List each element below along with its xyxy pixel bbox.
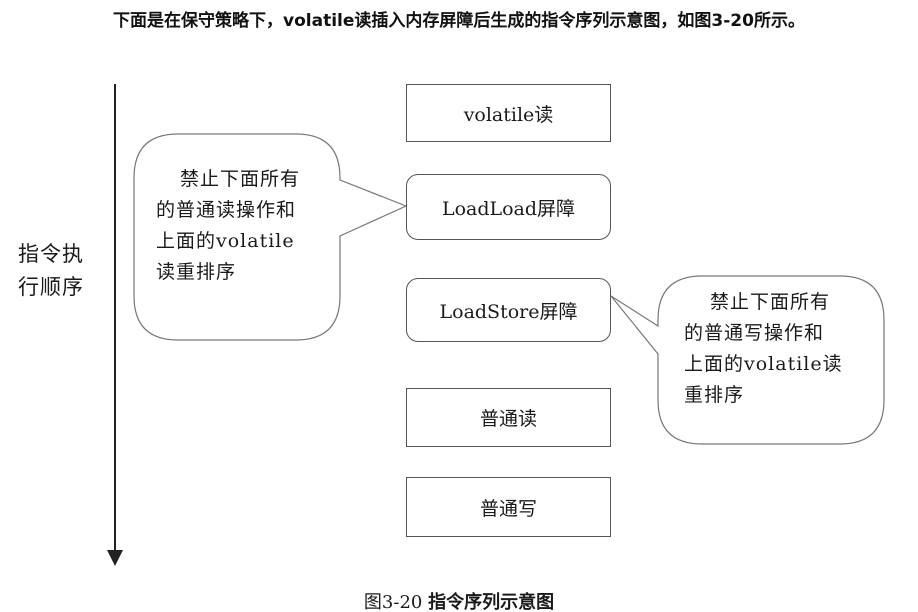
step-volatile-read: volatile读 [406, 84, 611, 142]
step-label: 普通读 [479, 408, 537, 430]
axis-label: 指令执 行顺序 [18, 238, 98, 304]
axis-label-line: 行顺序 [18, 275, 84, 299]
step-normal-read: 普通读 [406, 388, 611, 447]
callout-left-text: 禁止下面所有 的普通读操作和 上面的volatile 读重排序 [156, 164, 338, 288]
step-normal-write: 普通写 [406, 477, 611, 537]
step-label: volatile读 [463, 103, 554, 126]
intro-paragraph: 下面是在保守策略下，volatile读插入内存屏障后生成的指令序列示意图，如图3… [113, 11, 805, 31]
callout-right-text: 禁止下面所有 的普通写操作和 上面的volatile读 重排序 [684, 287, 874, 411]
callout-left-line: 上面的volatile [156, 230, 295, 252]
callout-right-line: 重排序 [684, 384, 745, 406]
axis-label-line: 指令执 [18, 242, 84, 266]
arrow-down-icon [107, 550, 123, 566]
step-label: LoadStore屏障 [439, 300, 578, 323]
callout-right-line: 禁止下面所有 [710, 291, 831, 313]
callout-left-line: 的普通读操作和 [156, 199, 297, 221]
callout-left-line: 读重排序 [156, 261, 237, 283]
step-label: 普通写 [479, 497, 537, 520]
step-label: LoadLoad屏障 [441, 197, 576, 220]
callout-right-line: 的普通写操作和 [684, 322, 825, 344]
step-loadload-barrier: LoadLoad屏障 [406, 174, 611, 240]
callout-left-line: 禁止下面所有 [180, 168, 301, 190]
execution-order-axis [114, 84, 116, 552]
figure-caption: 图3-20 指令序列示意图 [0, 592, 918, 612]
callout-right-line: 上面的volatile读 [684, 353, 843, 375]
step-loadstore-barrier: LoadStore屏障 [406, 278, 611, 342]
figure-number: 图3-20 [363, 592, 423, 612]
figure-title: 指令序列示意图 [428, 592, 555, 612]
